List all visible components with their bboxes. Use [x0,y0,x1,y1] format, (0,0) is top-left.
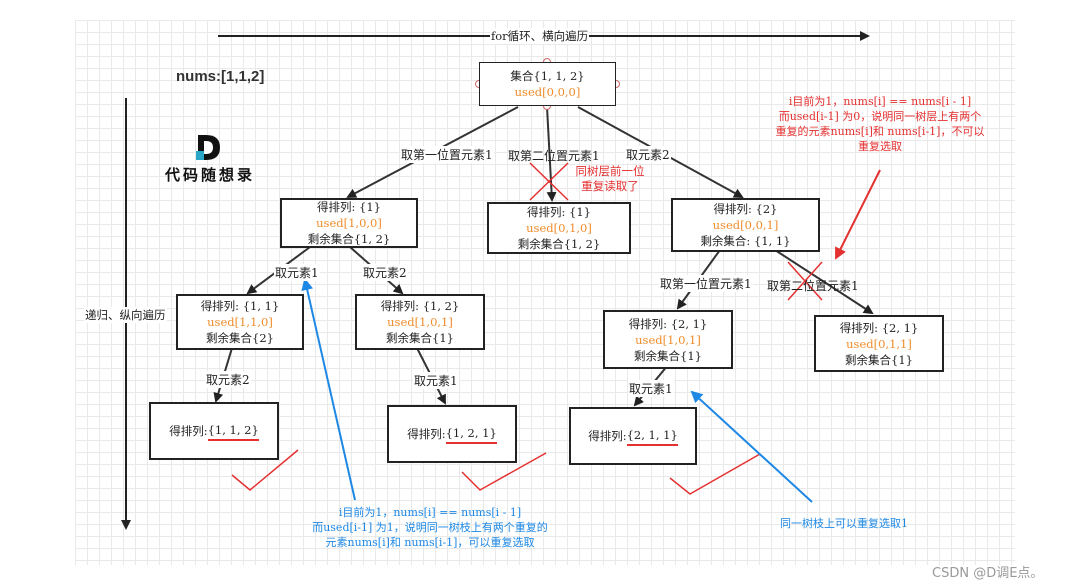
node-n1-perm: 得排列: {1} [317,200,381,214]
edge-label-n31-leaf3: 取元素1 [628,380,674,397]
note-blue-right: 同一树枝上可以重复选取1 [780,517,908,530]
node-n32: 得排列: {2, 1} used[0,1,1] 剩余集合{1} [814,315,944,372]
node-n12-used: used[1,0,1] [387,315,453,329]
leaf-2-prefix: 得排列: [407,427,446,441]
grid-background [75,20,1015,565]
vertical-axis-label: 递归、纵向遍历 [84,307,167,323]
edge-label-root-n2: 取第二位置元素1 [508,149,600,163]
watermark: CSDN @D调E点。 [932,566,1044,581]
logo-text: 代码随想录 [165,166,256,184]
node-n32-used: used[0,1,1] [846,336,912,351]
node-n32-perm: 得排列: {2, 1} [839,320,919,335]
cross-mark-2b [787,261,823,301]
note-red-explanation: i目前为1，nums[i] == nums[i - 1] 而used[i-1] … [775,95,985,153]
edge-label-root-n1: 取第一位置元素1 [400,146,494,163]
node-n3-used: used[0,0,1] [712,218,779,232]
node-n12-perm: 得排列: {1, 2} [380,299,460,313]
node-n31-rest: 剩余集合{1} [634,348,702,363]
edge-label-n1-n12: 取元素2 [362,264,408,281]
node-n2: 得排列: {1} used[0,1,0] 剩余集合{1, 2} [487,202,631,254]
node-n2-used: used[0,1,0] [526,221,592,235]
leaf-2: 得排列: {1, 2, 1} [387,405,517,463]
node-n32-rest: 剩余集合{1} [845,352,913,367]
leaf-1-value: {1, 1, 2} [207,422,259,441]
check-mark-1 [231,449,299,491]
node-n2-rest: 剩余集合{1, 2} [517,237,601,251]
red-pointer-arrow [835,169,881,260]
leaf-3: 得排列: {2, 1, 1} [569,407,697,465]
node-n3: 得排列: {2} used[0,0,1] 剩余集合: {1, 1} [671,198,820,252]
node-n11-perm: 得排列: {1, 1} [200,299,280,313]
edge-label-n3-n31: 取第一位置元素1 [659,275,753,292]
node-n3-perm: 得排列: {2} [713,202,778,216]
node-n11-used: used[1,1,0] [207,315,273,329]
node-root-set: 集合{1, 1, 2} [510,69,585,83]
cross-mark-1b [529,162,569,201]
node-n12-rest: 剩余集合{1} [386,331,454,345]
nums-label: nums:[1,1,2] [176,68,265,85]
node-n11-rest: 剩余集合{2} [206,331,274,345]
check-mark-2 [461,452,547,491]
node-root: 集合{1, 1, 2} used[0,0,0] [479,62,616,106]
node-root-used: used[0,0,0] [514,85,581,99]
leaf-1-prefix: 得排列: [169,424,208,438]
edge-label-n11-leaf1: 取元素2 [205,371,251,388]
leaf-2-value: {1, 2, 1} [445,425,497,444]
edge-n3-n32 [774,249,874,315]
edge-label-n12-leaf2: 取元素1 [413,372,459,389]
node-n3-rest: 剩余集合: {1, 1} [700,234,791,248]
edge-label-root-n3: 取元素2 [625,146,671,163]
leaf-3-value: {2, 1, 1} [626,427,678,446]
node-n11: 得排列: {1, 1} used[1,1,0] 剩余集合{2} [176,294,304,350]
blue-pointer-arrow-right [690,390,813,503]
check-mark-3 [669,453,761,495]
node-n31-used: used[1,0,1] [635,332,701,347]
node-n31: 得排列: {2, 1} used[1,0,1] 剩余集合{1} [603,310,733,369]
note-blue-left: i目前为1，nums[i] == nums[i - 1] 而used[i-1] … [312,506,548,549]
node-n1-rest: 剩余集合{1, 2} [307,232,391,246]
leaf-1: 得排列: {1, 1, 2} [149,402,279,460]
node-n31-perm: 得排列: {2, 1} [628,316,708,331]
node-n2-perm: 得排列: {1} [527,205,591,219]
node-n1: 得排列: {1} used[1,0,0] 剩余集合{1, 2} [280,198,418,248]
note-same-layer: 同树层前一位 重复读取了 [575,164,645,193]
blue-pointer-arrow-left [301,278,356,501]
node-n1-used: used[1,0,0] [316,216,382,230]
edge-label-n3-n32: 取第二位置元素1 [767,279,859,293]
node-n12: 得排列: {1, 2} used[1,0,1] 剩余集合{1} [355,294,485,350]
logo-mark [196,135,220,160]
horizontal-axis-label: for循环、横向遍历 [490,28,590,44]
edge-label-n1-n11: 取元素1 [274,264,320,281]
leaf-3-prefix: 得排列: [588,429,627,443]
